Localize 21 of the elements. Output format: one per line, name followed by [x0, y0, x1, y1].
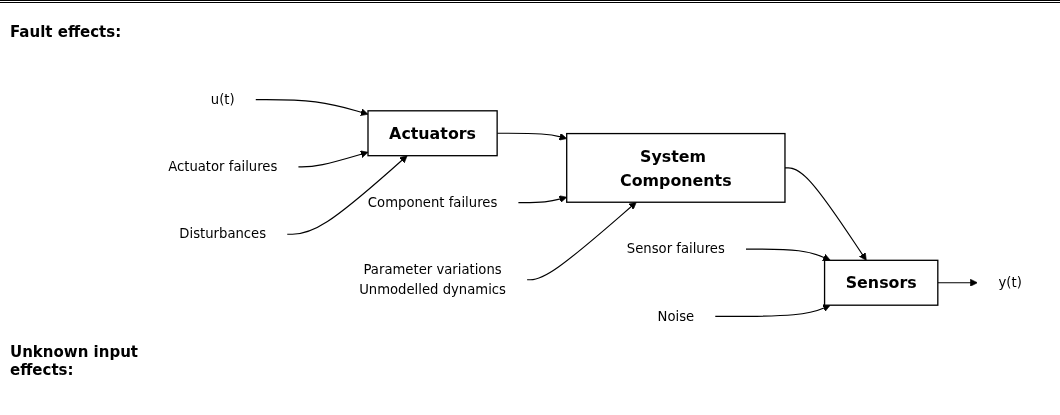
node-text: Sensor failures — [626, 240, 725, 257]
arrow — [714, 304, 831, 317]
arrow — [255, 99, 369, 116]
node-text: Disturbances — [179, 226, 267, 242]
arrow — [937, 278, 978, 287]
arrow — [526, 201, 637, 281]
arrow — [784, 167, 867, 261]
node-box: Sensors — [823, 259, 939, 306]
node-text: Component failures — [367, 194, 498, 211]
row-heading: Fault effects: — [10, 23, 122, 41]
node-text: Noise — [657, 308, 695, 325]
arrow — [297, 150, 369, 168]
node-box: Actuators — [367, 110, 498, 157]
node-text: u(t) — [210, 91, 235, 108]
arrow — [745, 248, 831, 262]
node-box: System Components — [566, 132, 786, 203]
arrow — [286, 155, 408, 235]
node-text: Actuator failures — [168, 158, 278, 175]
node-text: y(t) — [998, 274, 1022, 291]
row-heading: Unknown input effects: — [10, 343, 139, 379]
node-text: Parameter variations Unmodelled dynamics — [359, 261, 506, 298]
